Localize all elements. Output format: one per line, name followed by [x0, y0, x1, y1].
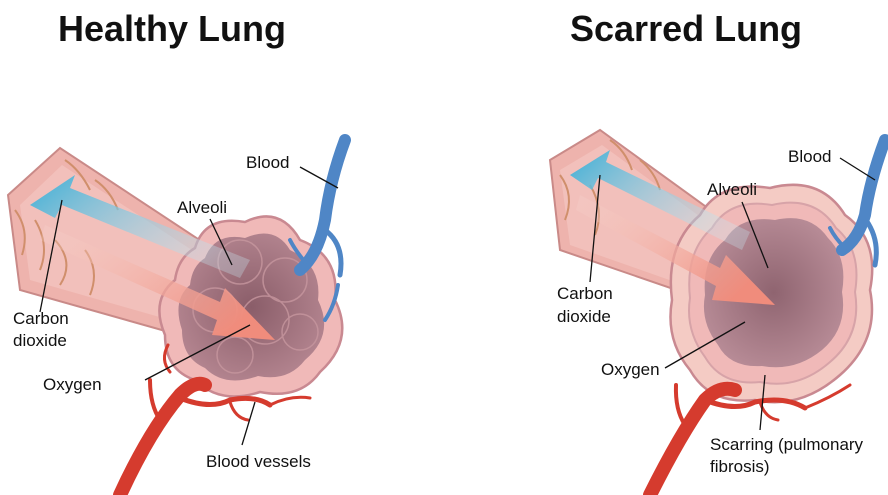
label-dioxide-right: dioxide: [557, 307, 611, 326]
label-blood-left: Blood: [246, 153, 289, 172]
label-carbon-right: Carbon: [557, 284, 613, 303]
label-scarring-line2: fibrosis): [710, 457, 770, 476]
label-blood-right: Blood: [788, 147, 831, 166]
label-alveoli-left: Alveoli: [177, 198, 227, 217]
label-scarring-line1: Scarring (pulmonary: [710, 435, 864, 454]
label-blood-vessels: Blood vessels: [206, 452, 311, 471]
label-oxygen-left: Oxygen: [43, 375, 102, 394]
label-alveoli-right: Alveoli: [707, 180, 757, 199]
label-dioxide-left: dioxide: [13, 331, 67, 350]
label-oxygen-right: Oxygen: [601, 360, 660, 379]
label-carbon-left: Carbon: [13, 309, 69, 328]
